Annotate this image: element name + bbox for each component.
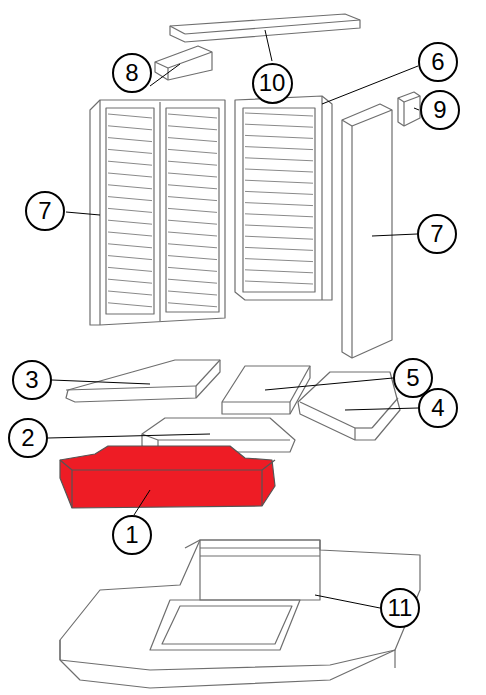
callout-text: 7 xyxy=(430,222,443,246)
callout-text: 6 xyxy=(431,50,444,74)
callout-text: 11 xyxy=(388,596,413,620)
baffle-plate xyxy=(170,14,360,42)
callout-text: 7 xyxy=(38,199,51,223)
callout-text: 2 xyxy=(21,426,34,450)
callout-text: 10 xyxy=(259,71,286,95)
back-panel xyxy=(235,96,332,300)
deflector-piece xyxy=(155,46,212,80)
callout-number: 8 xyxy=(112,53,152,93)
callout-text: 9 xyxy=(433,98,446,122)
callout-number: 2 xyxy=(8,418,48,458)
small-brick xyxy=(398,92,420,126)
floor-brick xyxy=(66,360,220,402)
callout-text: 3 xyxy=(25,368,38,392)
callout-number: 7 xyxy=(25,191,65,231)
bottom-tray xyxy=(60,540,420,688)
side-panel xyxy=(90,100,225,325)
callout-number: 3 xyxy=(12,360,52,400)
callout-text: 1 xyxy=(125,523,138,547)
panel-ribs xyxy=(108,113,313,307)
callout-text: 5 xyxy=(406,366,419,390)
callout-number: 6 xyxy=(418,42,458,82)
callout-number: 4 xyxy=(418,388,458,428)
callout-number: 7 xyxy=(417,214,457,254)
leader-lines xyxy=(48,30,419,608)
callout-text: 4 xyxy=(431,396,444,420)
callout-number: 11 xyxy=(380,588,420,628)
callout-number: 1 xyxy=(112,515,152,555)
callout-number: 9 xyxy=(420,90,460,130)
callout-text: 8 xyxy=(125,61,138,85)
callout-number: 10 xyxy=(252,63,293,104)
front-brick xyxy=(60,446,275,508)
side-panel xyxy=(342,104,392,358)
